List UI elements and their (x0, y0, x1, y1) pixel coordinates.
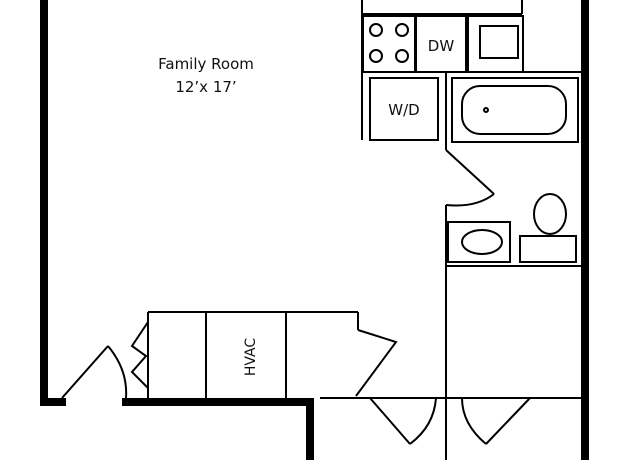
burner (369, 23, 383, 37)
bath-door-leaf (445, 149, 495, 195)
entry-door-swing (107, 345, 128, 399)
walls (40, 0, 589, 460)
entry-door-leaf (61, 345, 109, 399)
lower-door-leaf-2 (485, 397, 531, 445)
kitchen: DW W/D (361, 0, 585, 141)
entry-door (61, 345, 128, 399)
washer-dryer-label: W/D (388, 101, 419, 119)
room-name: Family Room (158, 55, 254, 73)
kitchen-sink (479, 25, 519, 59)
stove-body (362, 15, 416, 73)
washer-dryer (369, 77, 439, 141)
hvac-label: HVAC (243, 338, 259, 377)
toilet-tank (519, 235, 577, 263)
bathtub-drain (483, 107, 489, 113)
bathroom (445, 72, 585, 460)
dishwasher (415, 15, 467, 73)
bathtub-basin (461, 85, 567, 135)
lower-door-leaf-1 (369, 397, 411, 445)
toilet-bowl (533, 193, 567, 235)
closet-bifold-door-left (130, 321, 149, 389)
burner (395, 49, 409, 63)
lower-door-swing-1 (409, 397, 437, 445)
room-size: 12’x 17’ (175, 78, 236, 96)
closet-door-right (355, 329, 398, 397)
hvac-closets: HVAC (130, 311, 398, 402)
lower-door-swing-2 (461, 397, 487, 445)
bath-door-swing (445, 193, 495, 207)
burner (369, 49, 383, 63)
burner (395, 23, 409, 37)
dishwasher-label: DW (428, 37, 455, 55)
stove (362, 15, 416, 73)
bath-sink (461, 229, 503, 255)
lower-doors (320, 397, 585, 445)
